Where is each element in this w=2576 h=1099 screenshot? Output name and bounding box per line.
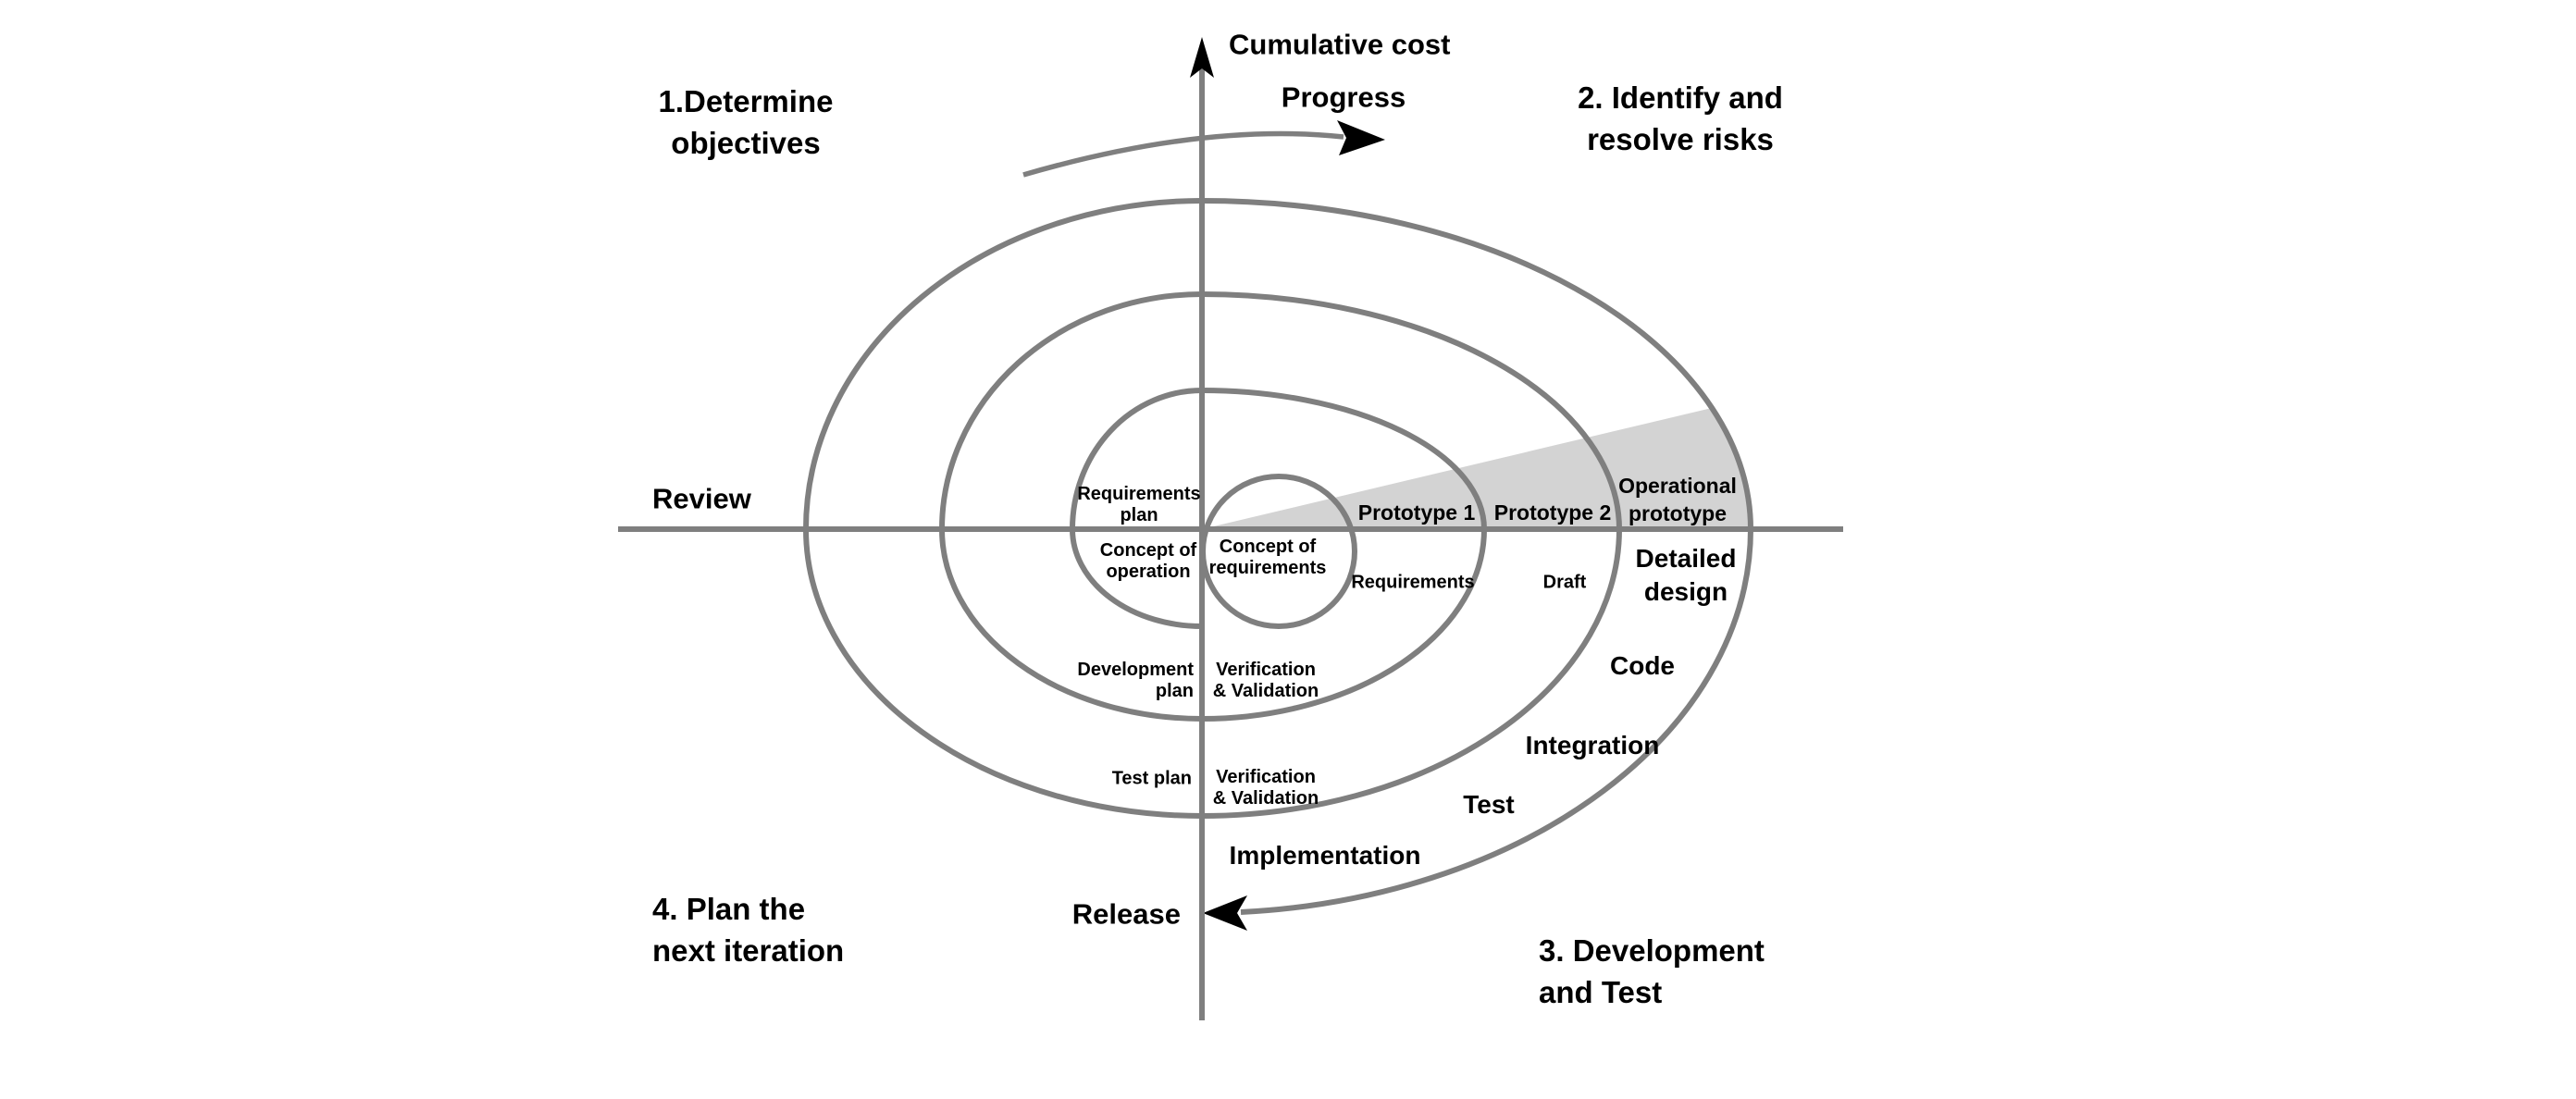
label-line: operation: [1106, 562, 1191, 582]
label-line: Detailed: [1635, 544, 1737, 573]
label-line: 1.Determine: [658, 84, 834, 118]
label-line: Development: [1077, 660, 1194, 680]
label-line: Progress: [1281, 80, 1406, 114]
label-line: Cumulative cost: [1229, 28, 1451, 61]
label-line: Verification: [1216, 660, 1316, 680]
label-development-plan: Development plan: [1077, 660, 1194, 702]
label-progress: Progress: [1282, 80, 1406, 117]
label-line: Prototype 1: [1357, 500, 1476, 525]
label-line: Verification: [1216, 767, 1316, 787]
label-line: resolve risks: [1587, 122, 1774, 156]
label-line: Release: [1071, 897, 1181, 931]
label-line: Implementation: [1229, 841, 1421, 870]
label-line: Prototype 2: [1493, 500, 1612, 525]
label-verification-validation-2: Verification & Validation: [1213, 767, 1319, 809]
label-line: 4. Plan the: [652, 892, 806, 926]
label-line: design: [1643, 577, 1728, 606]
label-line: and Test: [1539, 975, 1663, 1009]
label-operational-prototype: Operational prototype: [1618, 472, 1737, 527]
arrow-left-icon: [1203, 895, 1247, 931]
label-identify-resolve-risks: 2. Identify and resolve risks: [1578, 77, 1783, 160]
label-determine-objectives: 1.Determine objectives: [659, 80, 834, 164]
label-line: Concept of: [1099, 540, 1197, 561]
label-line: next iteration: [652, 933, 845, 968]
label-implementation: Implementation: [1230, 839, 1421, 872]
label-verification-validation-1: Verification & Validation: [1213, 660, 1319, 702]
label-line: & Validation: [1212, 788, 1319, 809]
label-code: Code: [1610, 649, 1675, 683]
label-line: Test plan: [1111, 768, 1192, 789]
label-review: Review: [652, 482, 751, 518]
spiral-path: [802, 197, 1754, 915]
label-plan-next-iteration: 4. Plan the next iteration: [652, 888, 844, 971]
label-line: Concept of: [1219, 537, 1317, 557]
label-line: Code: [1610, 651, 1675, 680]
arrow-up-icon: [1190, 37, 1214, 78]
label-line: Requirements: [1077, 484, 1201, 504]
label-line: 3. Development: [1539, 933, 1765, 968]
label-line: prototype: [1628, 501, 1728, 525]
progress-arrow-curve: [1022, 130, 1344, 178]
label-integration: Integration: [1526, 729, 1660, 762]
label-prototype-1: Prototype 1: [1358, 499, 1476, 526]
label-line: Draft: [1542, 572, 1587, 593]
label-line: requirements: [1208, 558, 1327, 578]
label-prototype-2: Prototype 2: [1494, 499, 1612, 526]
label-line: & Validation: [1212, 681, 1319, 701]
label-test: Test: [1463, 788, 1515, 821]
label-draft: Draft: [1543, 573, 1587, 594]
label-line: Review: [652, 482, 751, 515]
label-line: plan: [1155, 681, 1194, 701]
arrow-right-icon: [1337, 120, 1385, 155]
label-line: objectives: [671, 126, 821, 160]
label-development-and-test: 3. Development and Test: [1539, 930, 1765, 1013]
label-line: plan: [1120, 505, 1158, 525]
label-line: Operational: [1618, 474, 1737, 498]
label-release: Release: [1072, 897, 1181, 933]
label-line: Integration: [1525, 731, 1660, 759]
label-requirements: Requirements: [1351, 573, 1474, 594]
label-concept-of-operation: Concept of operation: [1100, 540, 1196, 583]
label-line: 2. Identify and: [1578, 80, 1783, 115]
label-test-plan: Test plan: [1112, 769, 1192, 790]
label-requirements-plan: Requirements plan: [1077, 484, 1200, 526]
label-line: Test: [1463, 790, 1515, 819]
label-line: Requirements: [1351, 572, 1475, 593]
label-detailed-design: Detailed design: [1636, 542, 1737, 609]
label-concept-of-requirements: Concept of requirements: [1209, 537, 1327, 579]
label-cumulative-cost: Cumulative cost: [1229, 28, 1450, 64]
